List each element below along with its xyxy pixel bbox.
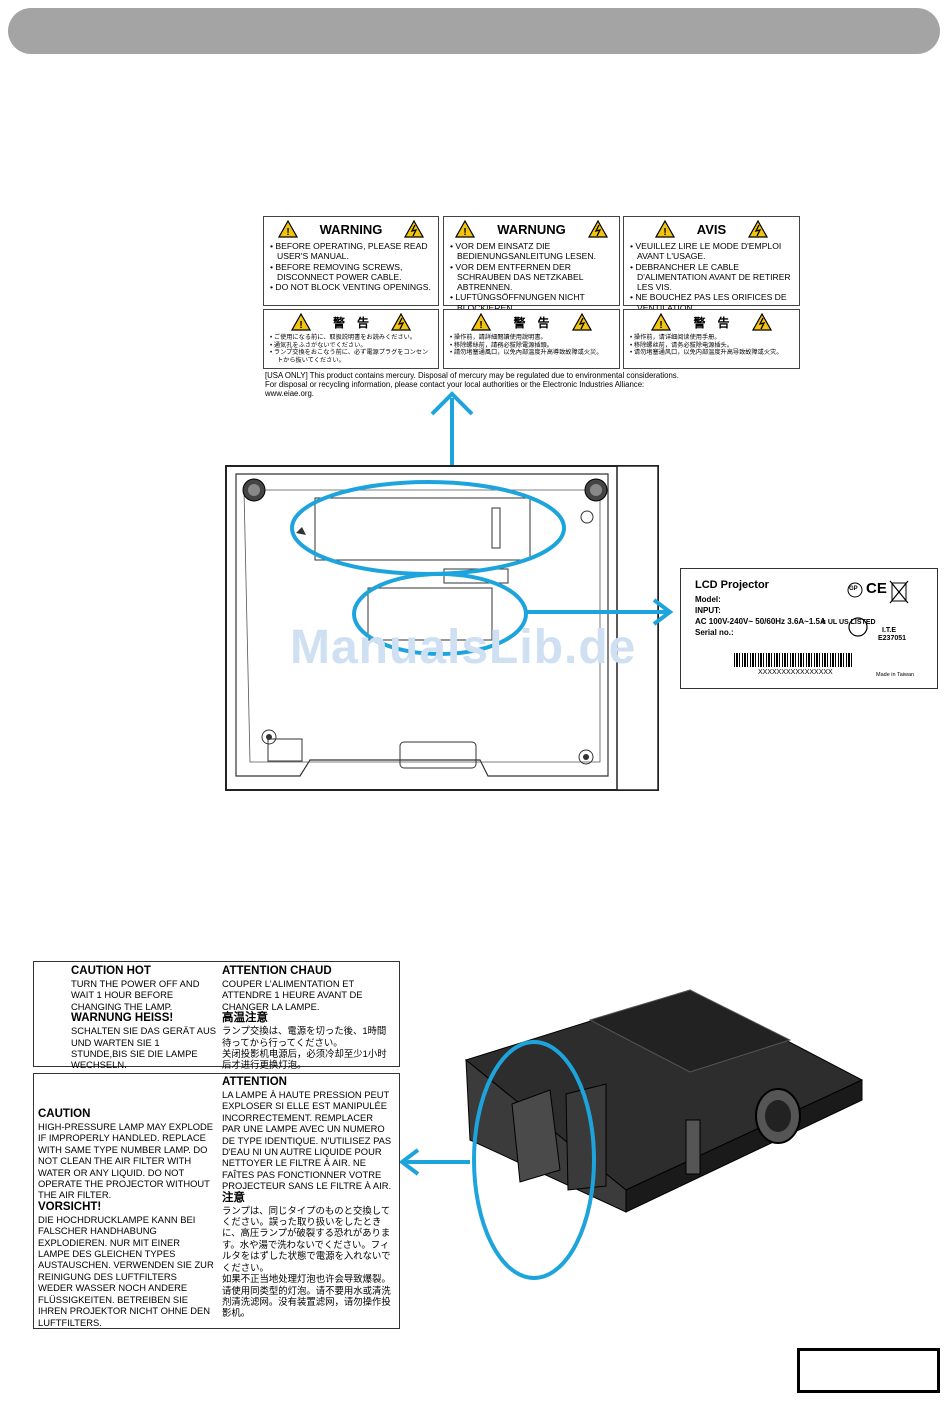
rating-model: Model: [695, 595, 721, 604]
label-line: 通気孔をふさがないでください。 [270, 342, 432, 350]
label-line: 操作前，請詳細閱讀使用說明書。 [450, 334, 613, 342]
warning-triangle-icon: ! [277, 220, 298, 238]
warning-label-cn: ! 警 告 操作前，请详细阅读使用手册。 移除螺丝前，请务必拔除电源插头。 请勿… [623, 309, 800, 369]
footnote-line-2: For disposal or recycling information, p… [265, 380, 645, 398]
serial-number: XXXXXXXXXXXXXXXX [758, 669, 833, 676]
ce-mark: CE [866, 580, 887, 597]
label-line: 移除螺丝前，请务必拔除电源插头。 [630, 342, 793, 350]
rating-label-title: LCD Projector [695, 579, 769, 591]
footnote-line-1: [USA ONLY] This product contains mercury… [265, 371, 679, 380]
label-line: LUFTÜNGSÖFFNUNGEN NICHT BLOCKIEREN. [450, 292, 613, 313]
label-title: WARNING [319, 221, 383, 237]
caution-hot-title-fr: ATTENTION CHAUD [222, 965, 332, 977]
warning-triangle-icon: ! [651, 313, 672, 331]
mercury-footnote: [USA ONLY] This product contains mercury… [265, 371, 685, 398]
label-line: 請勿堵塞通風口，以免內部溫度升高導致故障或火災。 [450, 349, 613, 357]
barcode [734, 653, 852, 667]
label-title: 警 告 [513, 315, 550, 330]
warning-triangle-icon: ! [290, 313, 311, 331]
shock-hazard-icon [404, 220, 425, 238]
svg-text:!: ! [299, 320, 302, 331]
warning-label-de: ! WARNUNG VOR DEM EINSATZ DIE BEDIENUNGS… [443, 216, 620, 313]
caution-hot-text-jp: ランプ交換は、電源を切った後、1時間待ってから行ってください。 [222, 1025, 387, 1048]
label-line: ご使用になる前に、取扱説明書をお読みください。 [270, 334, 432, 342]
caution-hot-title-en: CAUTION HOT [71, 965, 151, 977]
caution-lamp-title-de: VORSICHT! [38, 1200, 102, 1213]
label-title: 警 告 [332, 315, 369, 330]
label-line: DEBRANCHER LE CABLE D'ALIMENTATION AVANT… [630, 262, 793, 293]
caution-hot-text-fr: COUPER L'ALIMENTATION ET ATTENDRE 1 HEUR… [222, 978, 363, 1012]
rating-ac: AC 100V-240V~ 50/60Hz 3.6A~1.5A [695, 617, 826, 626]
ul-listed-mark: c UL US LISTED I.T.E E237051 [822, 619, 907, 642]
shock-hazard-icon [748, 220, 769, 238]
label-line: BEFORE OPERATING, PLEASE READ USER'S MAN… [270, 241, 432, 262]
watermark: ManualsLib.de [290, 621, 637, 674]
shock-hazard-icon [571, 313, 592, 331]
label-line: NE BOUCHEZ PAS LES ORIFICES DE VENTILATI… [630, 292, 793, 313]
shock-hazard-icon [587, 220, 608, 238]
caution-lamp-text-de: DIE HOCHDRUCKLAMPE KANN BEI FALSCHER HAN… [38, 1213, 214, 1328]
warning-triangle-icon: ! [471, 313, 492, 331]
caution-lamp-label: CAUTION HIGH-PRESSURE LAMP MAY EXPLODE I… [33, 1073, 400, 1329]
svg-text:!: ! [286, 227, 289, 238]
shock-hazard-icon [391, 313, 411, 331]
warning-label-jp: ! 警 告 ご使用になる前に、取扱説明書をお読みください。 通気孔をふさがないで… [263, 309, 439, 369]
caution-lamp-text-en: HIGH-PRESSURE LAMP MAY EXPLODE IF IMPROP… [38, 1121, 214, 1201]
caution-lamp-title-en: CAUTION [38, 1108, 91, 1120]
projector-front-illustration [237, 989, 864, 1280]
caution-hot-text-de: SCHALTEN SIE DAS GERÄT AUS UND WARTEN SI… [71, 1025, 217, 1071]
caution-hot-label: CAUTION HOT TURN THE POWER OFF AND WAIT … [33, 961, 400, 1070]
label-line: VOR DEM ENTFERNEN DER SCHRAUBEN DAS NETZ… [450, 262, 613, 293]
svg-text:!: ! [480, 320, 483, 331]
made-in: Made in Taiwan [876, 672, 915, 678]
label-line: DO NOT BLOCK VENTING OPENINGS. [270, 282, 432, 292]
label-line: 请勿堵塞通风口，以免内部温度升高导致故障或火灾。 [630, 349, 793, 357]
label-title: AVIS [696, 221, 727, 237]
caution-lamp-text-jp: ランプは、同じタイプのものと交換してください。誤った取り扱いをしたときに、高圧ラ… [222, 1204, 391, 1273]
label-title: 警 告 [693, 315, 730, 330]
caution-lamp-text-fr: LA LAMPE À HAUTE PRESSION PEUT EXPLOSER … [222, 1089, 392, 1192]
rating-serial: Serial no.: [695, 628, 734, 637]
warning-triangle-icon: ! [654, 220, 675, 238]
caution-lamp-title-jp: 注意 [222, 1191, 245, 1204]
label-line: 操作前，请详细阅读使用手册。 [630, 334, 793, 342]
gp-mark: GP [849, 586, 858, 592]
caution-hot-title-de: WARNUNG HEISS! [71, 1012, 174, 1025]
caution-lamp-title-fr: ATTENTION [222, 1076, 287, 1088]
label-line: 移除螺絲前，請務必拔除電源插頭。 [450, 342, 613, 350]
caution-hot-title-jp: 高温注意 [222, 1012, 268, 1025]
svg-text:!: ! [464, 227, 467, 238]
header-bar [8, 8, 940, 54]
label-line: VOR DEM EINSATZ DIE BEDIENUNGSANLEITUNG … [450, 241, 613, 262]
warning-label-tw: ! 警 告 操作前，請詳細閱讀使用說明書。 移除螺絲前，請務必拔除電源插頭。 請… [443, 309, 620, 369]
label-line: VEUILLEZ LIRE LE MODE D'EMPLOI AVANT L'U… [630, 241, 793, 262]
warning-label-fr: ! AVIS VEUILLEZ LIRE LE MODE D'EMPLOI AV… [623, 216, 800, 313]
warning-label-en: ! WARNING BEFORE OPERATING, PLEASE READ … [263, 216, 439, 306]
label-title: WARNUNG [497, 221, 566, 237]
rating-label: LCD Projector Model: INPUT: AC 100V-240V… [680, 568, 938, 689]
svg-text:!: ! [663, 227, 666, 238]
caution-lamp-text-cn: 如果不正当地处理灯泡也许会导致爆裂。请使用同类型的灯泡。请不要用水或清洗剂清洗滤… [222, 1273, 391, 1319]
page-number-box [797, 1348, 940, 1393]
label-line: BEFORE REMOVING SCREWS, DISCONNECT POWER… [270, 262, 432, 283]
label-line: ランプ交換をおこなう前に、必ず電源プラグをコンセントから抜いてください。 [270, 349, 432, 364]
warning-triangle-icon: ! [455, 220, 476, 238]
rating-input: INPUT: [695, 606, 721, 615]
shock-hazard-icon [751, 313, 772, 331]
caution-hot-text-en: TURN THE POWER OFF AND WAIT 1 HOUR BEFOR… [71, 978, 200, 1012]
caution-hot-text-cn: 关闭投影机电源后，必须冷却至少1小时后才进行更换灯泡。 [222, 1048, 387, 1071]
svg-text:!: ! [660, 320, 663, 331]
